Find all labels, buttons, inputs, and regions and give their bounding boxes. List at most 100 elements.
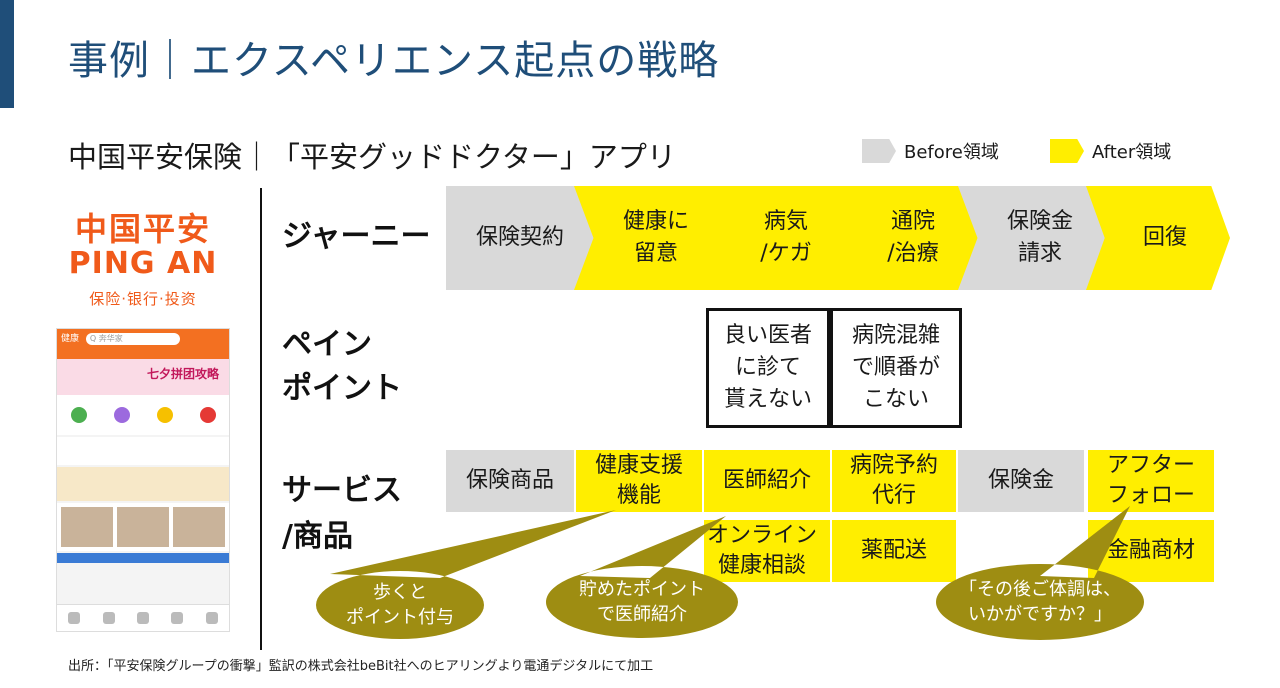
app-news-row [57, 437, 229, 465]
service-insurance-product: 保険商品 [446, 450, 574, 512]
row-label-journey: ジャーニー [282, 219, 431, 254]
service-label: 健康支援 [594, 453, 683, 478]
pingan-logo-tagline: 保险·银行·投资 [89, 290, 197, 308]
service-label: 代行 [871, 483, 916, 508]
service-hospital-booking: 病院予約代行 [832, 450, 956, 512]
accent-bar [0, 0, 14, 108]
pain-point-text: 良い医者 [723, 323, 812, 348]
journey-step-label: 留意 [633, 241, 678, 266]
journey-step-label: /治療 [887, 241, 939, 266]
app-promo-banner [57, 467, 229, 501]
service-online-consult: オンライン健康相談 [704, 520, 830, 582]
callout-bubble [546, 516, 738, 638]
service-label: 病院予約 [849, 453, 938, 478]
legend-after-swatch [1050, 139, 1084, 163]
app-banner: 七夕拼团攻略 [57, 359, 229, 395]
service-insurance-payout: 保険金 [958, 450, 1084, 512]
legend-before-label: Before領域 [904, 142, 999, 163]
service-label: 機能 [616, 483, 661, 508]
service-health-support: 健康支援機能 [576, 450, 702, 512]
journey-step: 病気 /ケガ [704, 186, 854, 290]
row-label-pain-1: ペイン [282, 327, 372, 362]
pingan-logo-english: PING AN [68, 246, 218, 281]
legend-before: Before領域 [862, 138, 999, 164]
service-after-follow: アフターフォロー [1088, 450, 1214, 512]
journey-step: 通院 /治療 [832, 186, 980, 290]
callout-line: ポイント付与 [346, 607, 454, 628]
profile-icon [171, 612, 184, 624]
live-thumbnail [61, 507, 113, 547]
app-header: 健康 Q 奔华家 [57, 329, 229, 359]
news-icon [102, 612, 115, 624]
service-label: フォロー [1106, 483, 1195, 508]
home-icon [68, 612, 81, 624]
app-search-bar: Q 奔华家 [85, 332, 180, 345]
consult-icon [70, 407, 87, 423]
pain-point-box: 良い医者 に診て 貰えない [706, 308, 830, 428]
service-label: アフター [1106, 453, 1195, 478]
callout-line: 「その後ご体調は、 [959, 579, 1121, 600]
pain-point-box: 病院混雑 で順番が こない [830, 308, 962, 428]
service-label: 金融商材 [1106, 538, 1195, 563]
pain-point-text: 貰えない [723, 387, 812, 412]
service-label: 健康相談 [717, 553, 806, 578]
journey-step-label: 健康に [622, 209, 689, 234]
app-shortcut-icons [57, 395, 229, 435]
journey-step-label: 保険金 [1006, 209, 1073, 234]
journey-step-label: /ケガ [760, 241, 812, 266]
journey-step-label: 請求 [1017, 241, 1062, 266]
app-live-thumbnails [57, 503, 229, 551]
callout-text: 歩くと ポイント付与 [316, 580, 484, 630]
slide-subtitle: 中国平安保険｜「平安グッドドクター」アプリ [68, 140, 676, 174]
service-label: 保険金 [987, 468, 1054, 493]
pain-point-text: で順番が [851, 355, 940, 380]
slide-title: 事例｜エクスペリエンス起点の戦略 [68, 38, 720, 84]
row-label-service-2: /商品 [282, 519, 353, 554]
source-note: 出所：「平安保険グループの衝撃」監訳の株式会社beBit社へのヒアリングより電通… [68, 659, 654, 674]
pharmacy-icon [199, 407, 216, 423]
service-label: 医師紹介 [722, 468, 811, 493]
live-thumbnail [117, 507, 169, 547]
callout-line: 貯めたポイント [579, 579, 705, 600]
callout-line: 歩くと [373, 582, 427, 603]
health-icon [136, 612, 149, 624]
journey-step-label: 病気 [763, 209, 808, 234]
app-notice-bar [57, 553, 229, 563]
journey-step: 健康に 留意 [574, 186, 724, 290]
pain-point-text: こない [862, 387, 929, 412]
pingan-logo-chinese: 中国平安 [74, 210, 211, 248]
callout-line: いかがですか？」 [968, 604, 1112, 625]
doctor-icon [156, 407, 173, 423]
callout-line: で医師紹介 [597, 604, 687, 625]
legend-after: After領域 [1050, 138, 1171, 164]
service-medicine-delivery: 薬配送 [832, 520, 956, 582]
callout-bubble [936, 506, 1144, 640]
service-label: 保険商品 [465, 468, 554, 493]
service-label: オンライン [706, 523, 817, 548]
legend-before-swatch [862, 139, 896, 163]
app-bottom-nav [57, 604, 229, 631]
journey-step-label: 通院 [890, 209, 935, 234]
journey-step-label: 回復 [1142, 225, 1187, 250]
legend-after-label: After領域 [1092, 142, 1172, 163]
row-label-service-1: サービス [282, 473, 402, 508]
callout-text: 「その後ご体調は、 いかがですか？」 [936, 577, 1144, 627]
service-label: 薬配送 [860, 538, 927, 563]
pain-point-text: 病院混雑 [851, 323, 940, 348]
science-icon [113, 407, 130, 423]
journey-step-label: 保険契約 [475, 225, 564, 250]
live-thumbnail [173, 507, 225, 547]
app-screenshot: 健康 Q 奔华家 七夕拼团攻略 [56, 328, 230, 632]
row-label-pain-2: ポイント [282, 371, 402, 406]
callout-bubble [316, 510, 616, 639]
pain-point-text: に診て [734, 355, 801, 380]
journey-step: 保険契約 [446, 186, 594, 290]
callout-text: 貯めたポイント で医師紹介 [546, 577, 738, 627]
vertical-divider [260, 188, 262, 650]
app-tab-label: 健康 [61, 334, 80, 344]
service-doctor-referral: 医師紹介 [704, 450, 830, 512]
service-icon [205, 612, 218, 624]
journey-step: 保険金 請求 [958, 186, 1108, 290]
journey-step: 回復 [1086, 186, 1230, 290]
